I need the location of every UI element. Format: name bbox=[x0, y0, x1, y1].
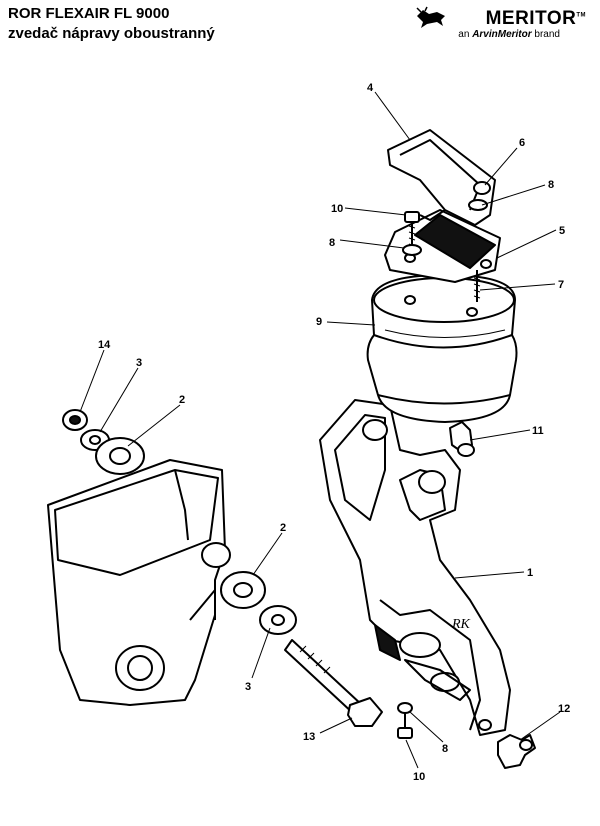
leader-11 bbox=[469, 429, 531, 441]
part-4-cap-bracket bbox=[387, 129, 496, 226]
part-11-fitting bbox=[449, 421, 475, 457]
callout-13: 13 bbox=[303, 731, 315, 743]
leader-13 bbox=[319, 717, 353, 734]
leader-8a bbox=[481, 184, 546, 206]
callout-4: 4 bbox=[367, 82, 374, 94]
callout-2-lower: 2 bbox=[280, 522, 286, 534]
callout-9: 9 bbox=[316, 316, 322, 328]
callout-10-top: 10 bbox=[331, 203, 343, 215]
callout-1: 1 bbox=[527, 567, 533, 579]
callout-10-lower: 10 bbox=[413, 771, 425, 783]
brand-subtitle: an ArvinMeritor brand bbox=[458, 29, 560, 40]
part-13-bolt bbox=[284, 639, 383, 727]
leader-9 bbox=[326, 321, 376, 326]
part-8-washer-lower bbox=[397, 702, 413, 714]
brand-name: MERITORTM bbox=[485, 8, 586, 29]
leader-7 bbox=[479, 283, 556, 291]
callout-6: 6 bbox=[519, 137, 525, 149]
title-line-1: ROR FLEXAIR FL 9000 bbox=[8, 5, 170, 22]
leader-3b bbox=[251, 627, 271, 679]
leader-4 bbox=[374, 91, 411, 141]
part-14-nut bbox=[62, 409, 88, 431]
callout-12: 12 bbox=[558, 703, 570, 715]
leader-2a bbox=[127, 404, 181, 447]
callout-2-upper: 2 bbox=[179, 394, 185, 406]
leader-8c bbox=[409, 711, 444, 743]
leader-5 bbox=[496, 229, 557, 259]
leader-14 bbox=[79, 349, 105, 413]
callout-11: 11 bbox=[532, 425, 544, 437]
leader-6 bbox=[484, 147, 518, 186]
part-6-nut bbox=[468, 181, 491, 211]
leader-10a bbox=[344, 207, 407, 216]
leader-2b bbox=[252, 532, 283, 576]
callout-8-lower: 8 bbox=[442, 743, 448, 755]
meritor-logo: MERITORTM an ArvinMeritor brand bbox=[415, 6, 590, 42]
part-2-bushing-lower bbox=[220, 571, 266, 609]
part-10-lower-bolt bbox=[397, 712, 413, 739]
part-1-bracket bbox=[319, 399, 511, 736]
callout-5: 5 bbox=[559, 225, 565, 237]
part-10-upper-bolt bbox=[402, 211, 422, 256]
document-title: ROR FLEXAIR FL 9000 zvedač nápravy obous… bbox=[8, 4, 215, 44]
part-9-air-bellows bbox=[366, 274, 518, 423]
part-12-elbow-fitting bbox=[497, 734, 536, 769]
left-hanger-bracket bbox=[47, 459, 231, 706]
leader-1 bbox=[454, 571, 525, 579]
callout-8-mid: 8 bbox=[329, 237, 335, 249]
callout-7: 7 bbox=[558, 279, 564, 291]
leader-3a bbox=[99, 367, 139, 433]
stamp-mark: RK bbox=[451, 617, 471, 632]
title-line-2: zvedač nápravy oboustranný bbox=[8, 25, 215, 42]
part-7-stud bbox=[473, 270, 481, 302]
callout-3-lower: 3 bbox=[245, 681, 251, 693]
callout-14: 14 bbox=[98, 339, 111, 351]
part-2-bushing-upper bbox=[95, 437, 145, 475]
leader-10b bbox=[405, 739, 419, 769]
callout-3-upper: 3 bbox=[136, 357, 142, 369]
leader-12 bbox=[519, 711, 561, 741]
leader-8b bbox=[339, 239, 405, 249]
bull-logo-icon bbox=[416, 6, 445, 28]
callout-8-top: 8 bbox=[548, 179, 554, 191]
part-3-washer-lower bbox=[259, 605, 297, 635]
